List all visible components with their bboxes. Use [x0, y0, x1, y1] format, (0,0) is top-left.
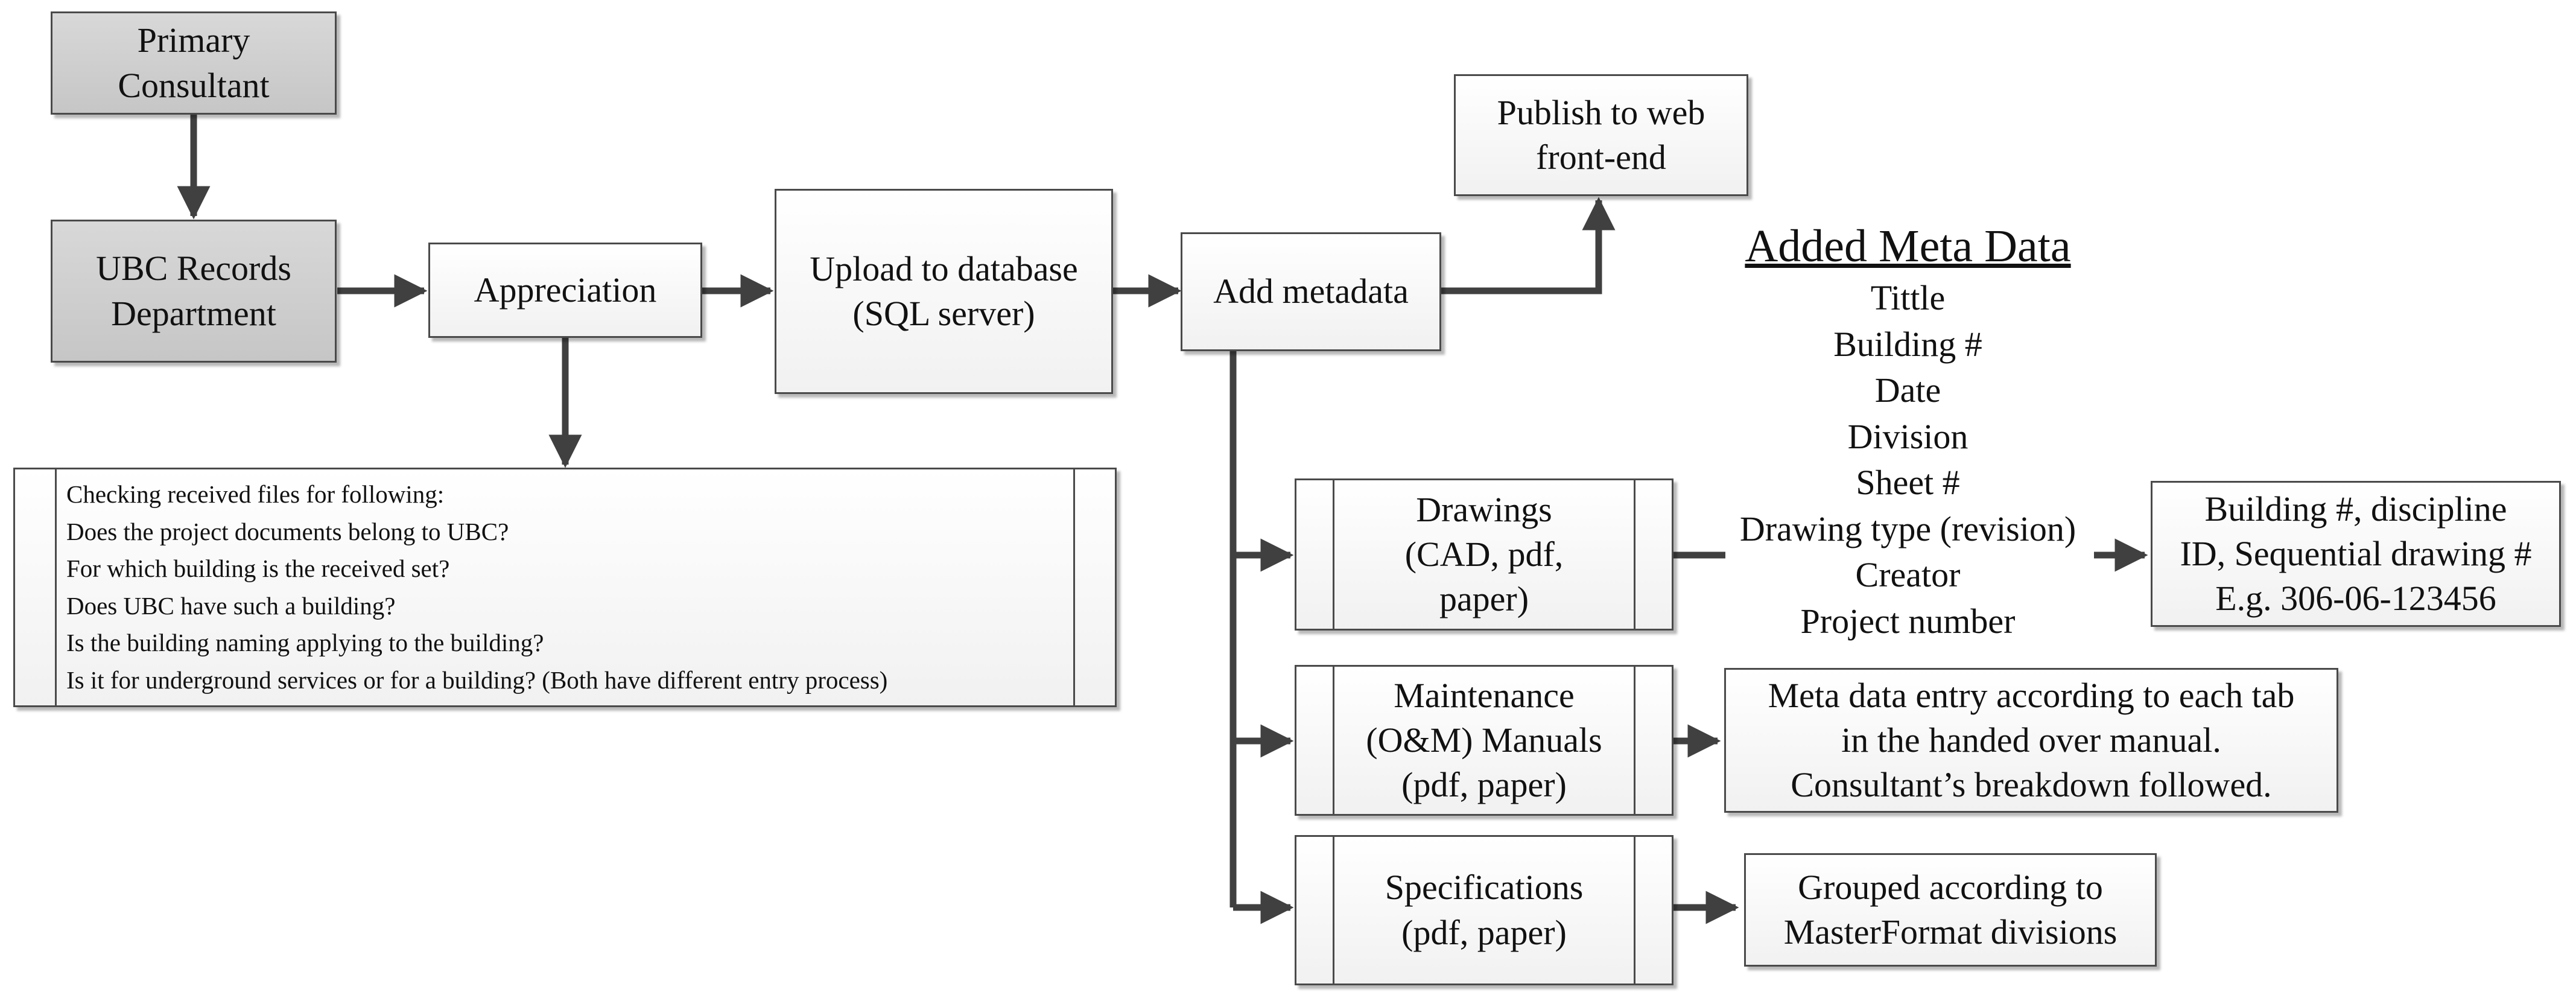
drawings-box: Drawings (CAD, pdf, paper): [1295, 478, 1673, 631]
metadata-item: Division: [1847, 416, 1968, 456]
maintenance-manuals-box: Maintenance (O&M) Manuals (pdf, paper): [1295, 665, 1673, 816]
grouped-masterformat-box: Grouped according to MasterFormat divisi…: [1744, 853, 2157, 967]
added-metadata-list: Added Meta Data Tittle Building # Date D…: [1719, 217, 2096, 644]
checklist-box: Checking received files for following: D…: [13, 468, 1117, 707]
drawing-numbering-box: Building #, discipline ID, Sequential dr…: [2151, 481, 2561, 627]
numbering-line-2: ID, Sequential drawing #: [2180, 533, 2532, 573]
publish-line-2: front-end: [1536, 138, 1666, 177]
ubc-records-department-box: UBC Records Department: [51, 220, 337, 363]
numbering-line-1: Building #, discipline: [2204, 489, 2507, 529]
appreciation-label: Appreciation: [474, 270, 657, 310]
upload-database-box: Upload to database (SQL server): [775, 189, 1113, 394]
primary-consultant-line-1: Primary: [137, 21, 250, 60]
ubc-records-line-2: Department: [111, 293, 276, 333]
specifications-line-2: (pdf, paper): [1401, 912, 1567, 952]
manual-entry-line-3: Consultant’s breakdown followed.: [1791, 765, 2272, 805]
metadata-item: Creator: [1855, 555, 1961, 594]
metadata-item: Building #: [1833, 324, 1982, 364]
add-metadata-label: Add metadata: [1213, 272, 1409, 311]
add-metadata-box: Add metadata: [1181, 232, 1441, 351]
added-metadata-title: Added Meta Data: [1745, 221, 2071, 272]
drawings-line-2: (CAD, pdf,: [1404, 534, 1564, 574]
checklist-item: Is the building naming applying to the b…: [66, 629, 544, 656]
checklist-item: Does the project documents belong to UBC…: [66, 517, 509, 545]
manual-entry-line-1: Meta data entry according to each tab: [1768, 675, 2295, 715]
upload-line-1: Upload to database: [810, 249, 1078, 288]
metadata-item: Tittle: [1870, 278, 1946, 317]
numbering-line-3: E.g. 306-06-123456: [2215, 579, 2496, 618]
grouped-line-1: Grouped according to: [1798, 867, 2103, 907]
checklist-item: For which building is the received set?: [66, 555, 450, 582]
metadata-item: Drawing type (revision): [1739, 509, 2076, 548]
upload-line-2: (SQL server): [852, 294, 1035, 333]
manual-entry-box: Meta data entry according to each tab in…: [1724, 668, 2338, 813]
drawings-line-3: paper): [1439, 579, 1529, 619]
arrow-metadata-to-publish: [1441, 197, 1616, 294]
publish-line-1: Publish to web: [1497, 92, 1705, 132]
checklist-item: Is it for underground services or for a …: [66, 666, 888, 694]
drawings-line-1: Drawings: [1416, 489, 1552, 529]
checklist-title: Checking received files for following:: [66, 480, 445, 508]
metadata-item: Project number: [1800, 601, 2016, 641]
maintenance-line-1: Maintenance: [1394, 675, 1575, 715]
appreciation-box: Appreciation: [428, 243, 702, 338]
grouped-line-2: MasterFormat divisions: [1783, 912, 2118, 952]
primary-consultant-box: Primary Consultant: [51, 11, 337, 115]
maintenance-line-2: (O&M) Manuals: [1366, 720, 1602, 760]
metadata-item: Date: [1874, 370, 1941, 410]
manual-entry-line-2: in the handed over manual.: [1841, 720, 2221, 760]
metadata-item: Sheet #: [1856, 463, 1960, 502]
maintenance-line-3: (pdf, paper): [1401, 765, 1567, 805]
specifications-box: Specifications (pdf, paper): [1295, 835, 1673, 985]
publish-web-box: Publish to web front-end: [1454, 74, 1748, 196]
ubc-records-line-1: UBC Records: [96, 249, 291, 288]
checklist-item: Does UBC have such a building?: [66, 591, 396, 620]
primary-consultant-line-2: Consultant: [118, 65, 270, 105]
specifications-line-1: Specifications: [1385, 868, 1584, 907]
